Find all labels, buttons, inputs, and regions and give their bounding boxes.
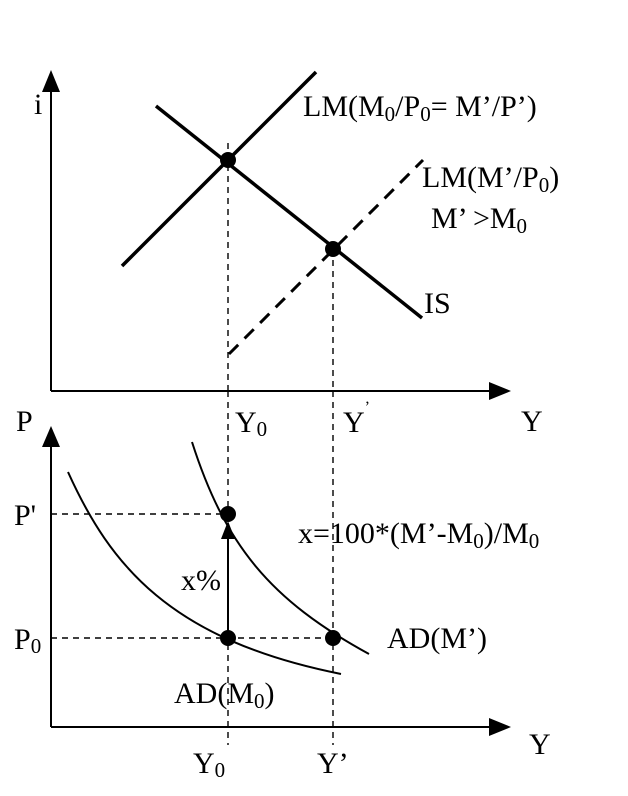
bottom-x-axis-label: Y — [529, 728, 551, 761]
lm0-curve — [120, 70, 318, 268]
lm1-curve — [227, 158, 425, 356]
top-panel: i Y LM(M0/P0= M’/P’) LM(M’/P0) M’ >M0 IS… — [34, 70, 559, 441]
top-y1-label: Y’ — [343, 399, 370, 439]
bottom-y-axis-arrowhead — [42, 426, 60, 447]
ad-point-p0-y1 — [325, 630, 341, 646]
ad-point-p1-y0 — [220, 506, 236, 522]
is-curve — [154, 104, 424, 320]
equilibrium-point-initial — [220, 152, 236, 168]
ad0-label: AD(M0) — [174, 677, 275, 713]
lm0-label: LM(M0/P0= M’/P’) — [303, 90, 537, 126]
bottom-x-axis-arrowhead — [489, 718, 511, 736]
bottom-panel: P Y P' P0 x=100*(M’-M0)/M0 x% AD(M’) AD(… — [14, 391, 551, 782]
ad0-curve — [67, 471, 342, 675]
x-formula-label: x=100*(M’-M0)/M0 — [298, 517, 539, 553]
ad-point-p0-y0 — [220, 630, 236, 646]
top-x-axis-label: Y — [521, 405, 543, 438]
top-y-axis-label: i — [34, 88, 42, 121]
x-percent-label: x% — [181, 564, 221, 597]
top-x-axis-arrowhead — [489, 382, 511, 400]
lm1-label-line2: M’ >M0 — [431, 202, 527, 238]
bottom-y-axis-label: P — [16, 405, 33, 438]
is-label: IS — [424, 287, 451, 320]
top-y0-label: Y0 — [235, 406, 267, 441]
ad1-label: AD(M’) — [387, 622, 487, 655]
equilibrium-point-new — [325, 241, 341, 257]
p0-label: P0 — [14, 623, 41, 658]
bottom-y1-label: Y’ — [317, 747, 349, 780]
lm1-label-line1: LM(M’/P0) — [422, 161, 559, 197]
p1-label: P' — [14, 499, 36, 532]
bottom-y0-label: Y0 — [193, 747, 225, 782]
price-shift-arrowhead — [221, 521, 235, 539]
top-y-axis-arrowhead — [42, 70, 60, 92]
